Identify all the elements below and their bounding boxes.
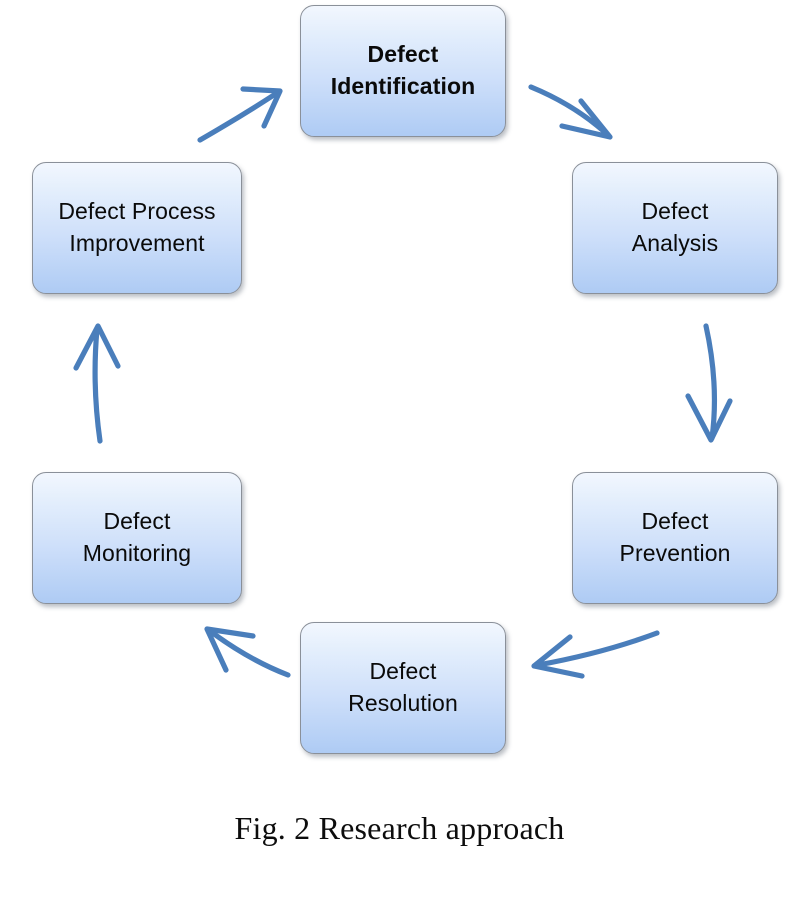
arrow-identification-to-analysis: [528, 84, 613, 140]
arrow-resolution-to-monitoring: [204, 626, 291, 678]
node-defect-monitoring[interactable]: Defect Monitoring: [32, 472, 242, 604]
arrow-monitoring-to-improvement: [73, 323, 121, 444]
node-label: Defect Analysis: [631, 198, 719, 256]
node-label: Defect Identification: [330, 41, 476, 99]
arrow-prevention-to-resolution: [531, 630, 660, 679]
node-defect-identification[interactable]: Defect Identification: [300, 5, 506, 137]
node-defect-resolution[interactable]: Defect Resolution: [300, 622, 506, 754]
node-defect-process-improvement[interactable]: Defect Process Improvement: [32, 162, 242, 294]
arrow-improvement-to-identification: [197, 86, 283, 143]
node-defect-prevention[interactable]: Defect Prevention: [572, 472, 778, 604]
arrow-analysis-to-prevention: [685, 323, 733, 443]
figure-caption: Fig. 2 Research approach: [234, 810, 565, 846]
node-label: Defect Resolution: [348, 658, 458, 716]
node-defect-analysis[interactable]: Defect Analysis: [572, 162, 778, 294]
node-label: Defect Monitoring: [82, 508, 192, 566]
node-label: Defect Prevention: [619, 508, 731, 566]
node-label: Defect Process Improvement: [58, 198, 216, 256]
